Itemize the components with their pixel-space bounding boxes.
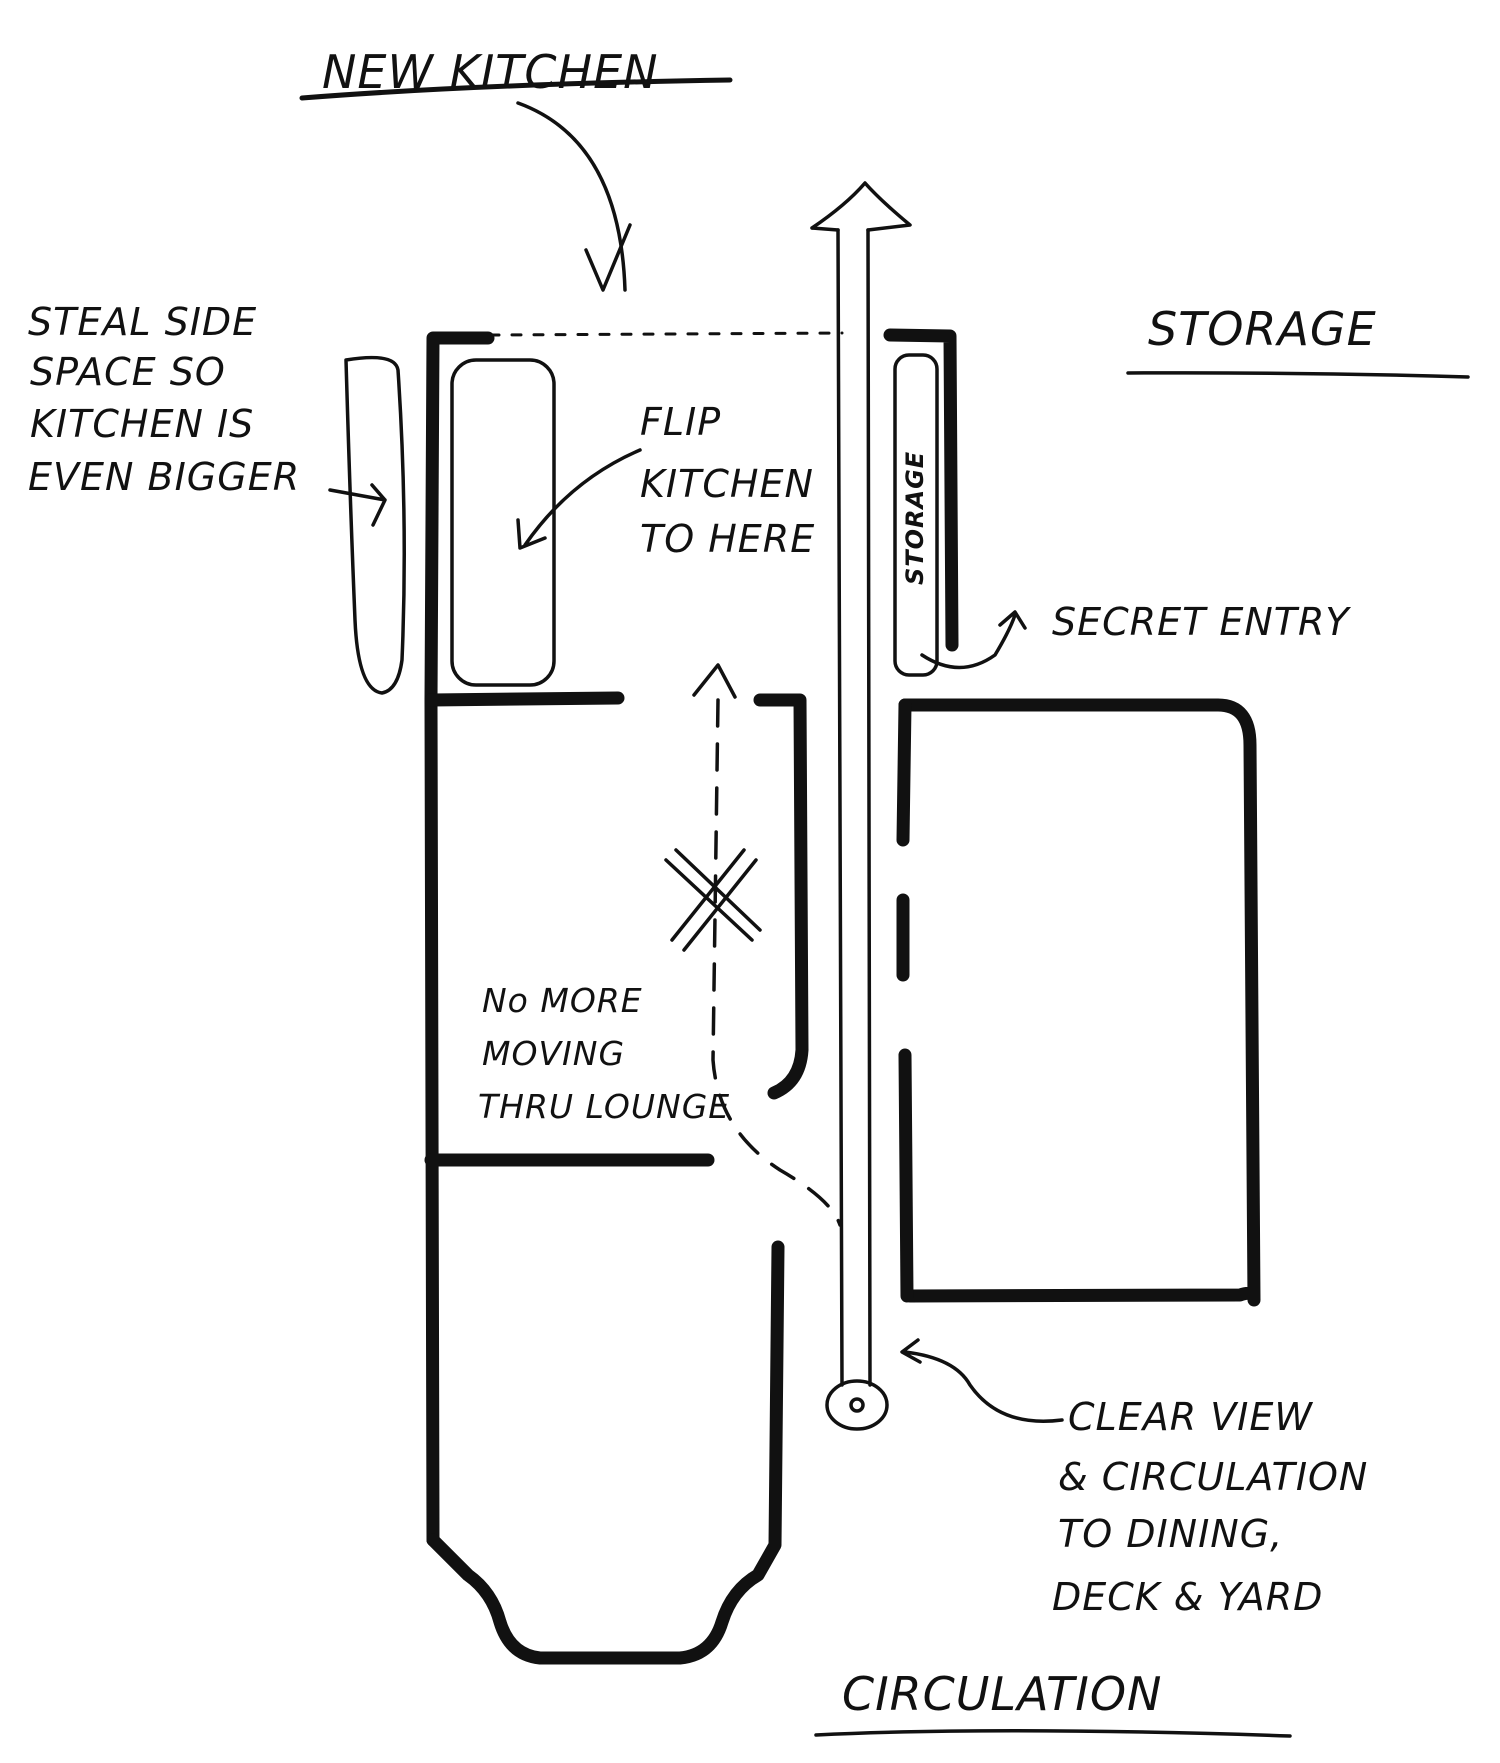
svg-text:TO HERE: TO HERE	[640, 517, 815, 561]
storage-vertical-label: STORAGE	[901, 451, 929, 585]
new-kitchen-underline	[299, 77, 733, 101]
walls	[424, 328, 1261, 1665]
svg-text:EVEN BIGGER: EVEN BIGGER	[28, 455, 300, 499]
svg-text:THRU LOUNGE: THRU LOUNGE	[478, 1087, 730, 1126]
storage-heading: STORAGE	[1148, 302, 1377, 356]
svg-text:& CIRCULATION: & CIRCULATION	[1058, 1455, 1368, 1499]
svg-text:No MORE: No MORE	[482, 981, 643, 1020]
svg-text:KITCHEN: KITCHEN	[640, 462, 814, 506]
clear-view-note: CLEAR VIEW & CIRCULATION TO DINING, DECK…	[1052, 1395, 1368, 1619]
svg-text:TO DINING,: TO DINING,	[1058, 1512, 1283, 1556]
kitchen-opening-dotted-line	[488, 331, 844, 337]
side-space-outline	[344, 355, 406, 695]
flip-kitchen-note: FLIP KITCHEN TO HERE	[640, 400, 815, 561]
svg-text:DECK & YARD: DECK & YARD	[1052, 1575, 1323, 1619]
steal-side-arrow	[328, 483, 387, 527]
new-kitchen-heading: NEW KITCHEN	[322, 45, 659, 99]
secret-entry-arrow	[920, 610, 1027, 670]
lounge-path	[692, 663, 842, 1227]
storage-underline	[1126, 371, 1470, 379]
circulation-arrow	[810, 181, 912, 1431]
secret-entry-note: SECRET ENTRY	[1052, 600, 1351, 644]
svg-text:MOVING: MOVING	[482, 1034, 625, 1073]
svg-text:KITCHEN IS: KITCHEN IS	[30, 402, 254, 446]
clear-view-arrow	[900, 1338, 1064, 1423]
cross-out-mark	[664, 848, 762, 952]
kitchen-counter	[450, 358, 556, 687]
storage-cabinet	[893, 353, 939, 677]
circulation-heading: CIRCULATION	[842, 1667, 1162, 1721]
steal-side-space-note: STEAL SIDE SPACE SO KITCHEN IS EVEN BIGG…	[28, 300, 300, 499]
svg-text:CLEAR VIEW: CLEAR VIEW	[1068, 1395, 1313, 1439]
circulation-underline	[814, 1728, 1292, 1738]
flip-kitchen-arrow	[516, 448, 642, 550]
new-kitchen-arrow	[516, 101, 632, 292]
svg-text:STEAL SIDE: STEAL SIDE	[28, 300, 257, 344]
svg-text:FLIP: FLIP	[640, 400, 721, 444]
no-more-moving-note: No MORE MOVING THRU LOUNGE	[478, 981, 730, 1126]
circulation-start-point	[825, 1379, 889, 1431]
svg-text:SPACE SO: SPACE SO	[30, 350, 226, 394]
